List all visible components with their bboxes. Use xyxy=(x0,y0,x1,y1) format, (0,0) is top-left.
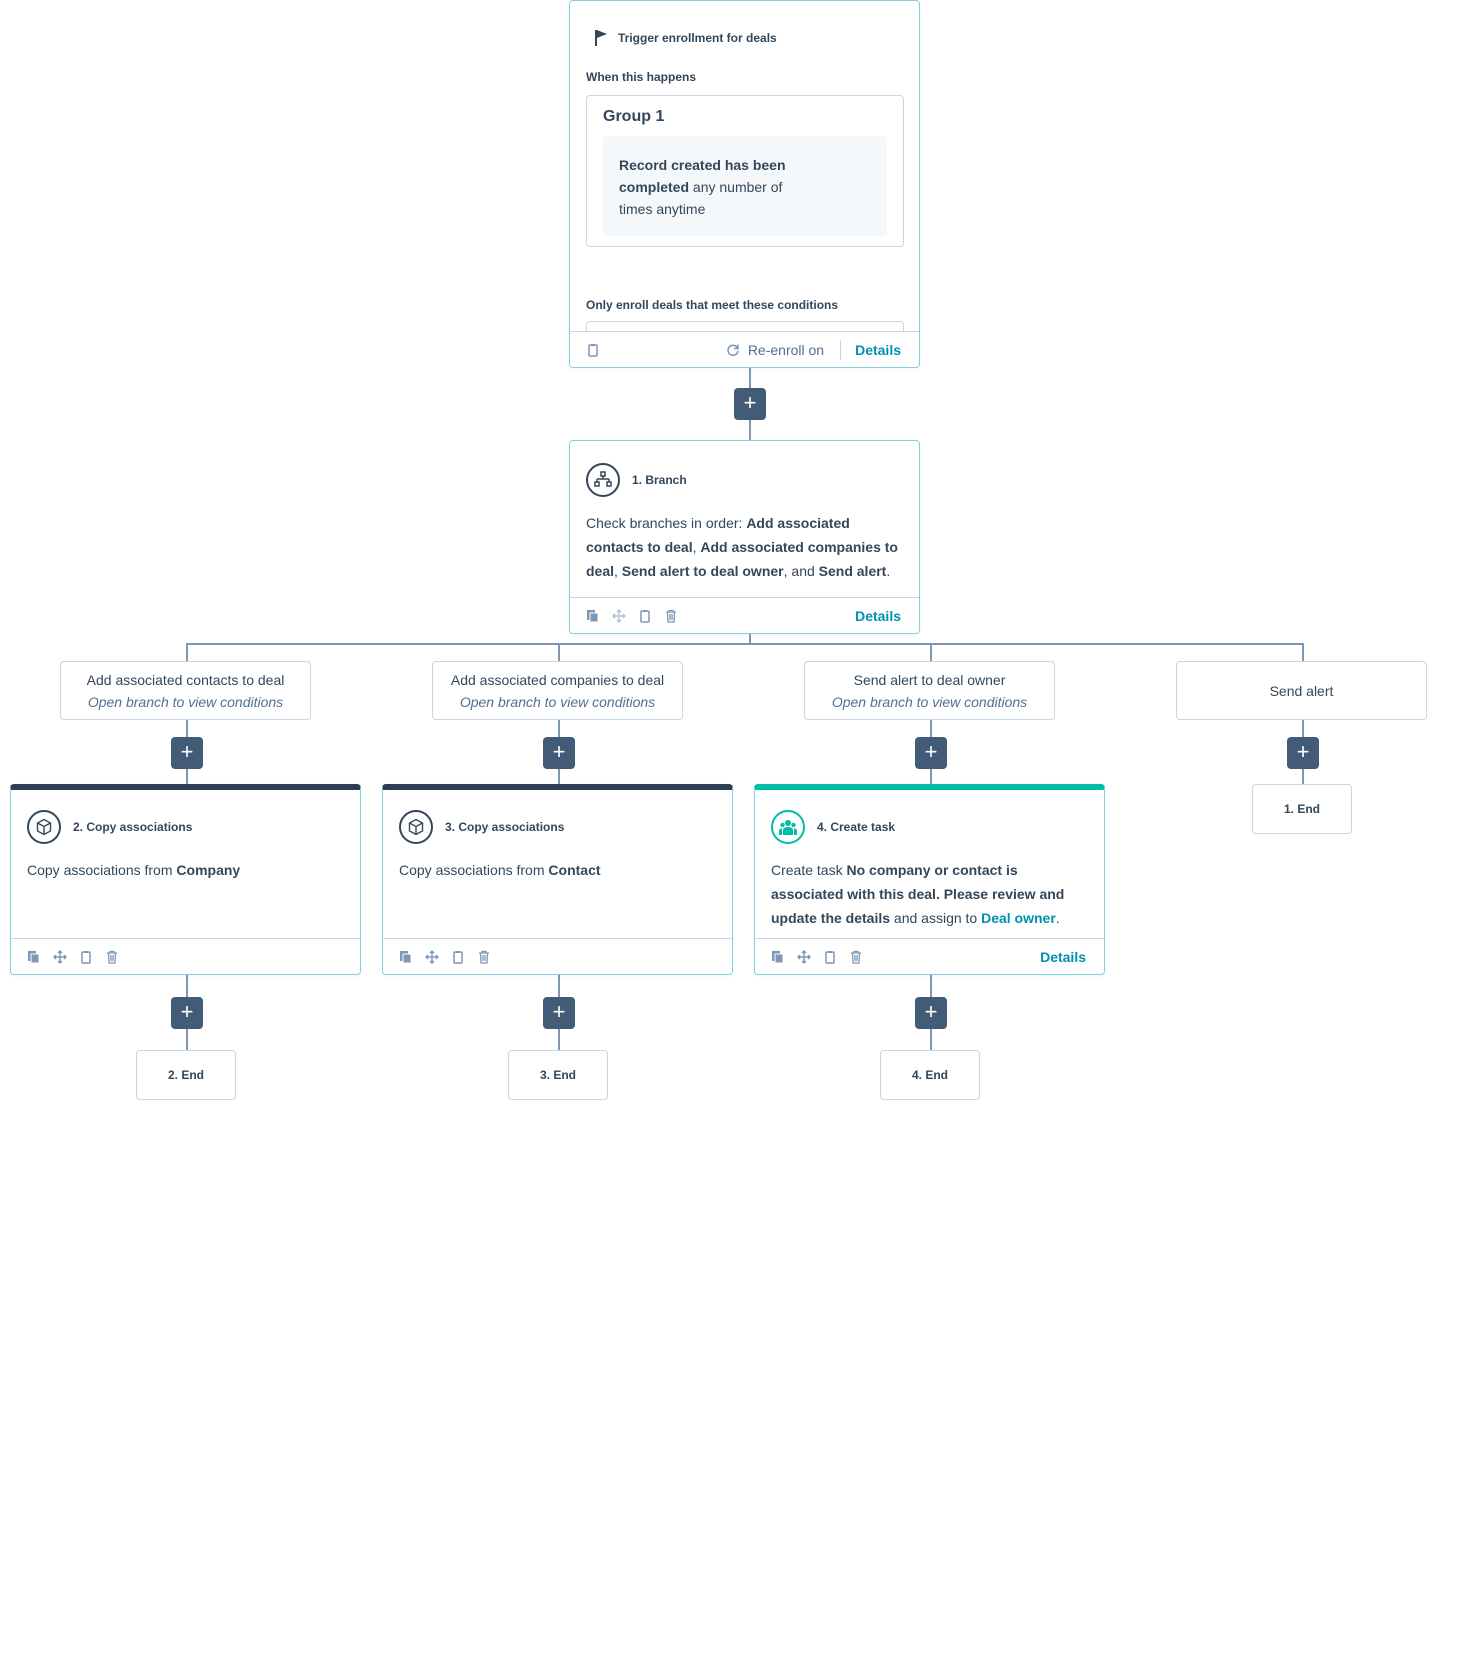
branch-alert-owner[interactable]: Send alert to deal owner Open branch to … xyxy=(804,661,1055,720)
trash-icon[interactable] xyxy=(105,950,119,964)
move-icon[interactable] xyxy=(53,949,67,964)
move-icon[interactable] xyxy=(797,949,811,964)
action-footer: Details xyxy=(755,938,1104,974)
connector xyxy=(749,634,751,644)
branch-send-alert[interactable]: Send alert xyxy=(1176,661,1427,720)
end-node[interactable]: 4. End xyxy=(880,1050,980,1100)
add-action-button[interactable]: + xyxy=(1287,737,1319,769)
connector xyxy=(558,643,560,661)
add-action-button[interactable]: + xyxy=(915,997,947,1029)
add-action-button[interactable]: + xyxy=(171,737,203,769)
action-footer xyxy=(11,938,360,974)
add-action-button[interactable]: + xyxy=(543,997,575,1029)
flag-icon xyxy=(594,29,608,47)
filter-rest: any number of times anytime xyxy=(619,179,783,217)
cube-icon xyxy=(27,810,61,844)
action-description: Copy associations from Contact xyxy=(399,862,601,878)
clipboard-icon[interactable] xyxy=(451,950,465,964)
only-enroll-label: Only enroll deals that meet these condit… xyxy=(586,298,839,312)
copy-icon[interactable] xyxy=(27,950,41,964)
branch-contacts[interactable]: Add associated contacts to deal Open bra… xyxy=(60,661,311,720)
move-icon[interactable] xyxy=(612,608,626,623)
end-node[interactable]: 2. End xyxy=(136,1050,236,1100)
connector xyxy=(930,643,932,661)
end-node[interactable]: 1. End xyxy=(1252,784,1352,834)
move-icon[interactable] xyxy=(425,949,439,964)
connector xyxy=(186,643,188,661)
action-description: Copy associations from Company xyxy=(27,862,241,878)
trigger-footer: Re-enroll on Details xyxy=(570,331,919,367)
trigger-details-link[interactable]: Details xyxy=(855,341,901,358)
trigger-card[interactable]: Trigger enrollment for deals When this h… xyxy=(569,0,920,368)
clipboard-icon[interactable] xyxy=(586,343,600,357)
action-card-create-task[interactable]: 4. Create task Create task No company or… xyxy=(754,784,1105,975)
when-label: When this happens xyxy=(586,70,697,84)
action-description: Create task No company or contact is ass… xyxy=(771,862,1065,926)
branch-connector xyxy=(186,643,1303,645)
people-icon xyxy=(771,810,805,844)
copy-icon[interactable] xyxy=(771,950,785,964)
task-details-link[interactable]: Details xyxy=(1040,948,1086,965)
connector xyxy=(1302,643,1304,661)
trigger-title: Trigger enrollment for deals xyxy=(618,31,777,45)
add-action-button[interactable]: + xyxy=(915,737,947,769)
reenroll-toggle[interactable]: Re-enroll on xyxy=(726,339,842,360)
group-title: Group 1 xyxy=(603,108,665,125)
clipboard-icon[interactable] xyxy=(638,609,652,623)
refresh-icon xyxy=(726,343,740,357)
clipboard-icon[interactable] xyxy=(79,950,93,964)
reenroll-label: Re-enroll on xyxy=(747,341,825,358)
branch-details-link[interactable]: Details xyxy=(855,607,901,624)
action-card-copy-company[interactable]: 2. Copy associations Copy associations f… xyxy=(10,784,361,975)
add-action-button[interactable]: + xyxy=(543,737,575,769)
clipboard-icon[interactable] xyxy=(823,950,837,964)
copy-icon[interactable] xyxy=(586,609,600,623)
end-node[interactable]: 3. End xyxy=(508,1050,608,1100)
action-footer xyxy=(383,938,732,974)
branch-icon xyxy=(586,463,620,497)
add-action-button[interactable]: + xyxy=(734,388,766,420)
branch-title: 1. Branch xyxy=(632,473,687,487)
branch-companies[interactable]: Add associated companies to deal Open br… xyxy=(432,661,683,720)
filter-bold: Record created has been completed xyxy=(619,157,786,195)
cube-icon xyxy=(399,810,433,844)
branch-description: Check branches in order: Add associated … xyxy=(586,515,898,579)
filter-box[interactable]: Record created has been completed any nu… xyxy=(603,136,887,236)
trash-icon[interactable] xyxy=(477,950,491,964)
deal-owner-link[interactable]: Deal owner xyxy=(981,910,1056,926)
trash-icon[interactable] xyxy=(849,950,863,964)
action-card-copy-contact[interactable]: 3. Copy associations Copy associations f… xyxy=(382,784,733,975)
branch-card[interactable]: 1. Branch Check branches in order: Add a… xyxy=(569,440,920,634)
trash-icon[interactable] xyxy=(664,609,678,623)
group-box[interactable]: Group 1 Record created has been complete… xyxy=(586,95,904,247)
add-action-button[interactable]: + xyxy=(171,997,203,1029)
copy-icon[interactable] xyxy=(399,950,413,964)
branch-footer: Details xyxy=(570,597,919,633)
